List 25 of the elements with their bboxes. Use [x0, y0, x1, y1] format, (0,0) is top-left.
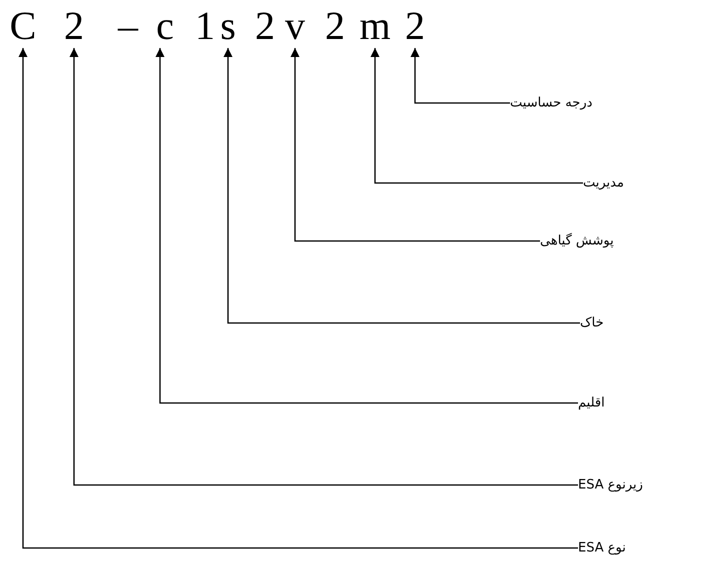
code-character: C: [10, 6, 36, 46]
arrow: [290, 48, 540, 242]
attribute-label: درجه حساسیت: [510, 96, 592, 110]
code-character: s: [220, 6, 236, 46]
code-character: –: [118, 6, 138, 46]
code-character: v: [285, 6, 305, 46]
attribute-label: خاک: [580, 316, 604, 330]
attribute-label: زیرنوع ESA: [578, 478, 643, 492]
arrow: [156, 48, 578, 404]
code-character: 2: [405, 6, 425, 46]
code-character: m: [359, 6, 391, 46]
attribute-label: پوشش گیاهی: [540, 234, 614, 248]
attribute-label: نوع ESA: [578, 540, 626, 556]
arrow: [224, 48, 580, 324]
code-character: 2: [325, 6, 345, 46]
arrow: [70, 48, 578, 486]
attribute-label: مدیریت: [583, 176, 624, 190]
attribute-label: اقلیم: [578, 396, 605, 410]
arrow: [410, 48, 510, 104]
arrow: [370, 48, 583, 184]
code-character: 1: [195, 6, 215, 46]
code-character: c: [156, 6, 174, 46]
code-character: 2: [255, 6, 275, 46]
arrow: [18, 48, 578, 549]
code-character: 2: [64, 6, 84, 46]
